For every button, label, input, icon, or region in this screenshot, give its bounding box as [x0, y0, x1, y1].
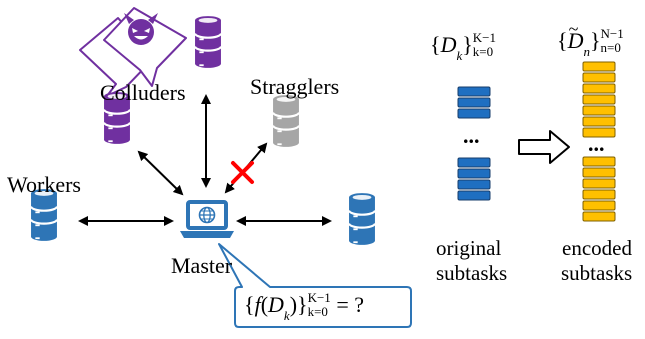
original-subtasks-label-line1: original [436, 236, 502, 260]
cross-mark-icon [231, 161, 254, 184]
worker-database-icon-right [347, 192, 377, 246]
arrow-master-colluder-left [137, 150, 184, 196]
colluder-database-icon-top [193, 15, 223, 69]
encoded-subtasks-label-line2: subtasks [561, 261, 633, 285]
encoded-ellipsis: ... [588, 131, 605, 156]
colluders-label: Colluders [100, 80, 186, 105]
workers-label: Workers [7, 172, 81, 197]
laptop-globe-icon [180, 200, 234, 238]
query-callout [218, 243, 412, 328]
master-label: Master [171, 253, 233, 278]
original-subtasks-label-line2: subtasks [436, 261, 508, 285]
original-ellipsis: ... [463, 123, 480, 148]
devil-icon [124, 13, 158, 45]
encoded-subtasks-stack [582, 61, 616, 222]
encoded-subtasks-label-line1: encoded [562, 236, 632, 260]
straggler-database-icon [271, 94, 301, 148]
hollow-arrow-icon [518, 130, 570, 164]
stragglers-label: Stragglers [250, 74, 340, 99]
original-subtasks-stack [457, 86, 491, 201]
